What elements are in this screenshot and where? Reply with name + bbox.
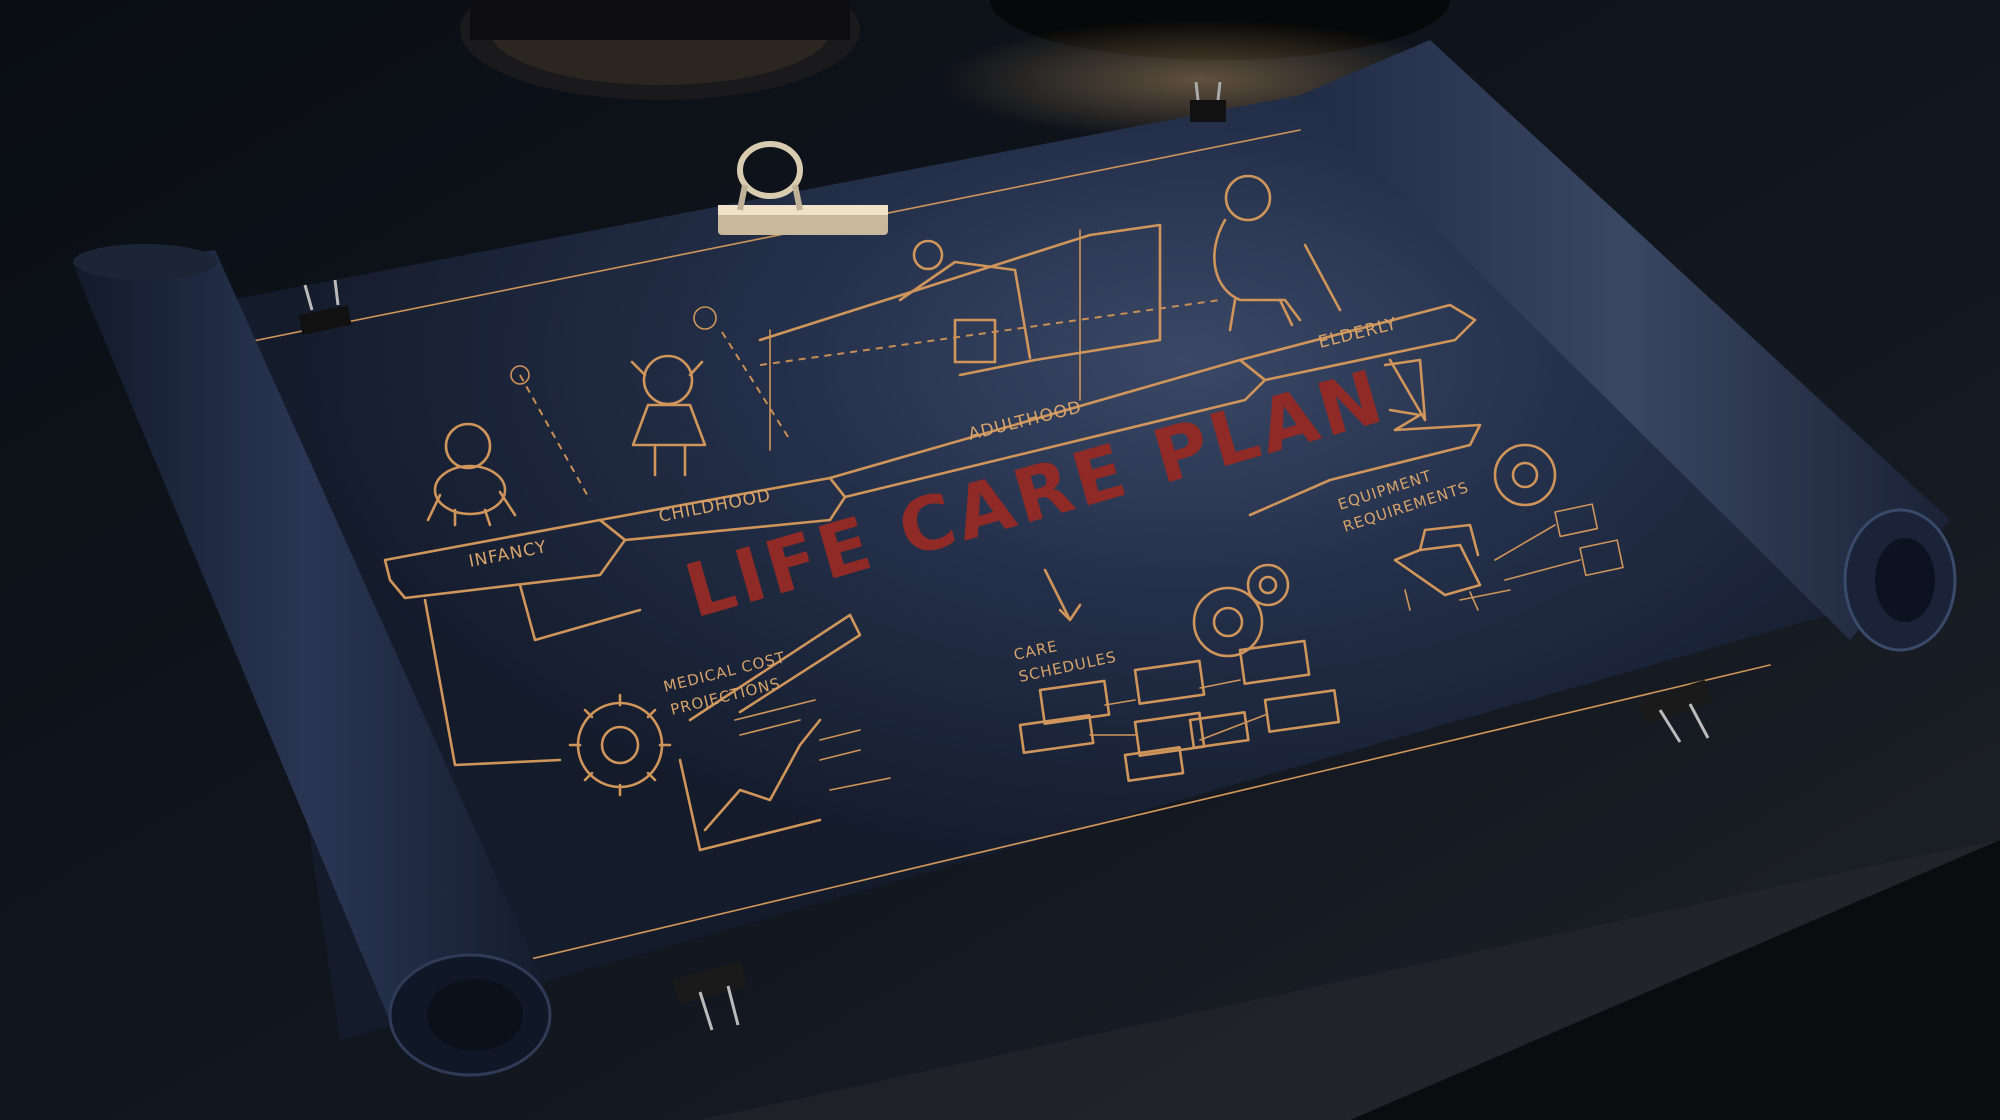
connector-arrow [1388, 408, 1422, 432]
lamp-base [460, 0, 860, 100]
binder-clip-icon [298, 279, 352, 335]
connector-arrow [1043, 568, 1082, 622]
connector-arrow [688, 613, 862, 722]
elderly-person-icon [1213, 174, 1342, 332]
desk-edge [1350, 840, 2000, 1120]
house-icon [758, 223, 1221, 451]
binder-clip-icon [1638, 679, 1712, 743]
connector-arrow [1383, 358, 1427, 422]
blueprint-paper [230, 95, 1880, 1040]
gear-icon [568, 693, 672, 797]
equipment-icon [1393, 503, 1624, 611]
connector-arrow [518, 583, 642, 642]
left-scroll-roll [73, 244, 552, 1077]
flowchart-icon [1018, 639, 1341, 783]
connector-arrow [1248, 423, 1482, 517]
binder-clip-icon [1190, 81, 1226, 122]
child-icon [630, 354, 707, 477]
gear-icon [693, 306, 717, 330]
binder-clip-icon [672, 961, 748, 1031]
top-paper-clip-icon [718, 141, 888, 235]
lifecycle-timeline [383, 303, 1477, 600]
gear-icon [1493, 443, 1557, 507]
chart-icon [678, 699, 891, 852]
desk-highlight [700, 840, 2000, 1120]
gear-icon [1192, 563, 1290, 658]
right-scroll-roll [1300, 40, 1957, 652]
baby-icon [426, 422, 517, 527]
connector-arrow [423, 598, 562, 767]
